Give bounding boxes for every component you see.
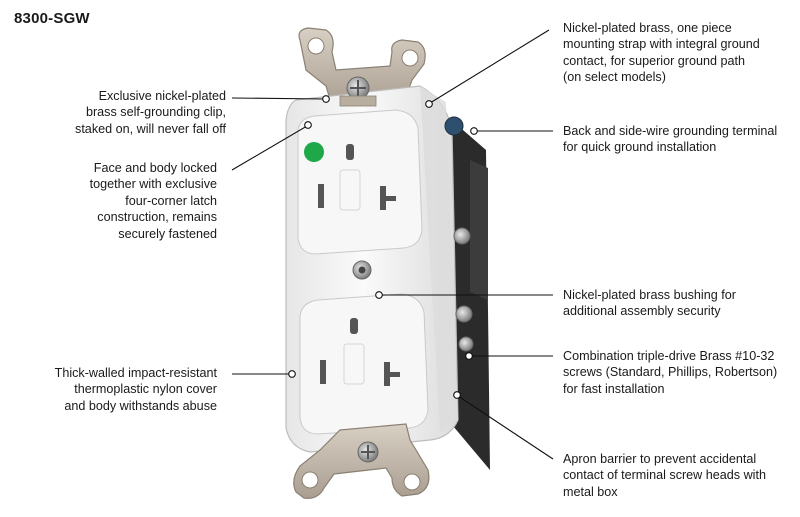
callout-nylon-cover: Thick-walled impact-resistant thermoplas… xyxy=(54,366,217,413)
grounding-clip xyxy=(339,95,377,107)
hospital-grade-indicator xyxy=(304,142,324,162)
leader-lines xyxy=(231,29,554,460)
ground-terminal-screw xyxy=(444,116,464,136)
terminal-screw-bottom xyxy=(458,336,474,352)
callout-grounding-clip: Exclusive nickel-plated brass self-groun… xyxy=(75,89,226,136)
leader-face-body xyxy=(231,125,308,171)
callout-face-body: Face and body locked together with exclu… xyxy=(89,161,217,241)
leader-mounting-strap xyxy=(429,29,550,104)
callout-mounting-strap: Nickel-plated brass, one piece mounting … xyxy=(563,21,760,85)
callout-bushing: Nickel-plated brass bushing for addition… xyxy=(563,288,736,319)
callout-screws: Combination triple-drive Brass #10-32 sc… xyxy=(563,349,778,396)
callout-apron: Apron barrier to prevent accidental cont… xyxy=(563,452,766,499)
callout-ground-terminal: Back and side-wire grounding terminal fo… xyxy=(563,124,778,155)
top-mounting-strap xyxy=(298,27,426,107)
product-title: 8300-SGW xyxy=(14,10,90,27)
leader-grounding-clip xyxy=(231,97,326,100)
terminal-screw-lower xyxy=(455,305,473,323)
leader-apron xyxy=(457,395,554,460)
terminal-screw-upper xyxy=(453,227,471,245)
bottom-mounting-strap xyxy=(293,423,430,499)
receptacle-body xyxy=(285,85,459,453)
